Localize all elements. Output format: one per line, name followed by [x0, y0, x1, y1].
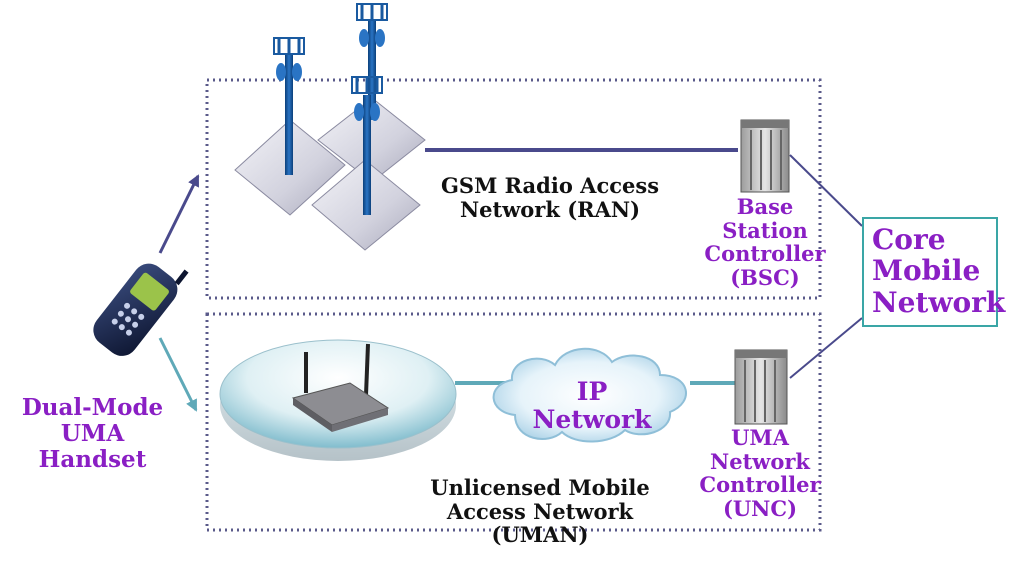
unc-label-line4: (UNC) — [722, 495, 798, 521]
uman-label-line2: Access Network — [446, 498, 634, 524]
core-mobile-network-box — [862, 217, 998, 327]
uman-label-line1: Unlicensed Mobile — [430, 475, 650, 500]
uman-label-line3: (UMAN) — [491, 522, 589, 548]
handset-label-line3: Handset — [38, 445, 147, 473]
gsm-ran-label: GSM Radio Access Network (RAN) — [425, 174, 675, 221]
cell-tower-icon — [273, 37, 305, 175]
core-mobile-network-label: Core Mobile Network — [872, 224, 1005, 318]
unc-label: UMA Network Controller (UNC) — [685, 426, 835, 520]
bsc-label-line2: Station — [722, 217, 808, 243]
unc-label-line1: UMA — [731, 425, 789, 450]
ip-network-line2: Network — [532, 405, 652, 434]
ip-network-label: IP Network — [512, 378, 672, 434]
core-label-line1: Core — [872, 223, 946, 256]
bsc-label: Base Station Controller (BSC) — [690, 195, 840, 289]
cell-tower-icon — [351, 76, 383, 215]
gsm-ran-label-line1: GSM Radio Access — [440, 173, 660, 198]
bsc-label-line3: Controller — [704, 241, 826, 267]
handset-label-line2: UMA — [60, 419, 125, 447]
core-label-line2: Mobile — [872, 254, 981, 288]
handset-label-line1: Dual-Mode — [21, 394, 164, 421]
uman-region — [205, 312, 822, 532]
core-label-line3: Network — [872, 285, 1006, 319]
bsc-server-rack-icon — [740, 119, 790, 193]
bsc-label-line4: (BSC) — [730, 264, 800, 290]
handset-label: Dual-Mode UMA Handset — [5, 395, 180, 472]
gsm-ran-region — [205, 78, 822, 300]
unc-label-line3: Controller — [699, 472, 821, 498]
handset-to-uman-arrow — [158, 337, 198, 412]
ip-network-line1: IP — [576, 377, 608, 406]
cell-coverage-icon — [234, 97, 426, 251]
handset-to-ran-arrow — [158, 174, 200, 254]
wifi-access-point-icon — [291, 343, 390, 432]
unc-label-line2: Network — [710, 448, 810, 474]
unc-to-core-link — [789, 317, 863, 379]
gsm-ran-label-line2: Network (RAN) — [459, 196, 641, 222]
uman-label: Unlicensed Mobile Access Network (UMAN) — [405, 476, 675, 547]
bsc-label-line1: Base — [736, 194, 794, 219]
mobile-phone-icon — [93, 263, 189, 356]
cell-tower-icon — [356, 3, 388, 120]
bsc-to-core-link — [789, 154, 863, 227]
unc-server-rack-icon — [734, 349, 788, 425]
ip-cloud-icon — [492, 347, 687, 443]
